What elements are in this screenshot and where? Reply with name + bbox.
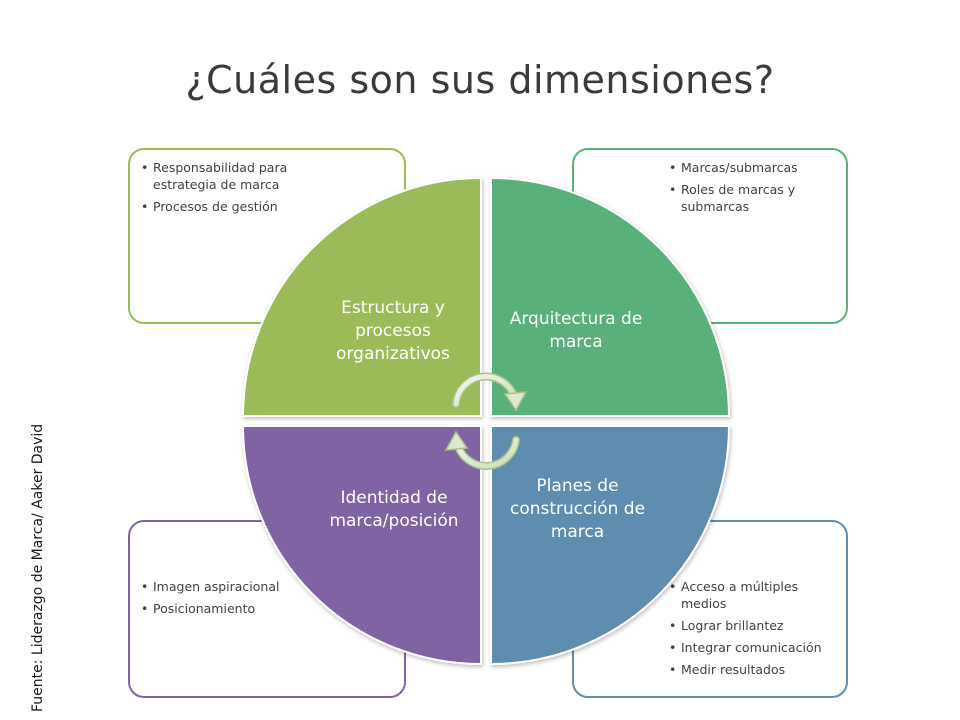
bullet-item: Medir resultados [669,661,844,678]
bullet-item: Integrar comunicación [669,639,844,656]
quadrant-planes [490,425,731,666]
bullet-item: Imagen aspiracional [141,578,341,595]
quadrant-label-planes: Planes de construcción de marca [509,476,646,542]
page-title: ¿Cuáles son sus dimensiones? [185,58,775,102]
bullet-item: Roles de marcas y submarcas [669,181,844,215]
bullet-item: Lograr brillantez [669,617,844,634]
circular-arrows-icon [444,372,528,470]
bullet-item: Posicionamiento [141,600,341,617]
quadrant-arquitectura [490,176,731,417]
bullet-item: Marcas/submarcas [669,159,844,176]
bullet-item: Acceso a múltiples medios [669,578,844,612]
quadrant-identidad [241,425,482,666]
quadrant-label-arquitectura: Arquitectura de marca [509,309,643,352]
quadrant-label-identidad: Identidad de marca/posición [329,488,459,531]
bullet-item: Responsabilidad para estrategia de marca [141,159,331,193]
quadrant-label-estructura: Estructura y procesos organizativos [336,298,450,364]
bullet-item: Procesos de gestión [141,198,331,215]
quadrant-estructura [241,176,482,417]
